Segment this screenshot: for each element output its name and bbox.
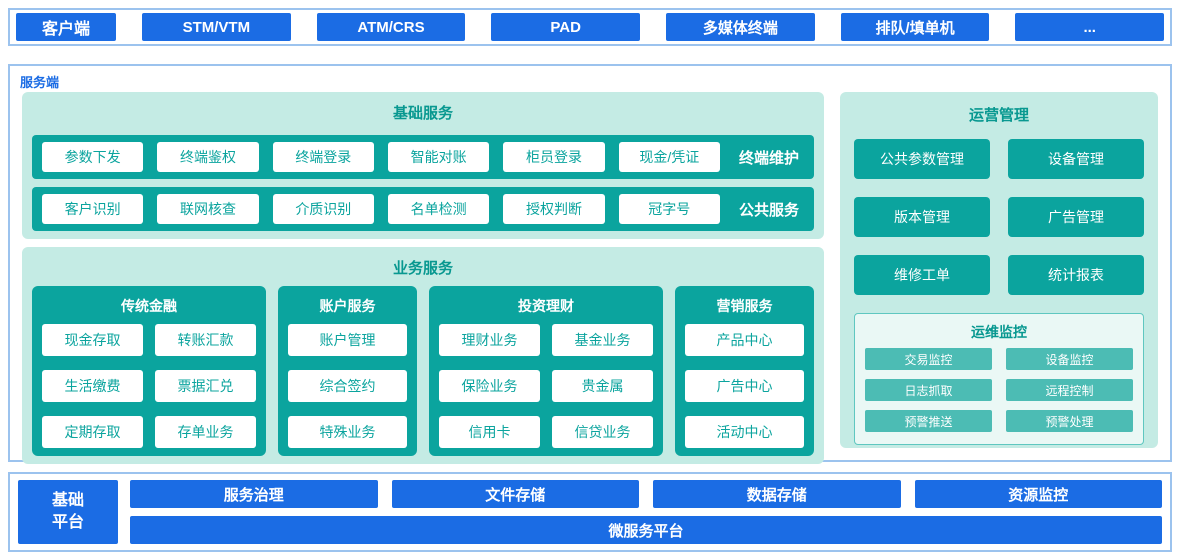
platform-section: 基础平台 服务治理 文件存储 数据存储 资源监控 微服务平台 <box>8 472 1172 552</box>
basic-services-panel: 基础服务 参数下发 终端鉴权 终端登录 智能对账 柜员登录 现金/凭证 终端维护… <box>22 92 824 239</box>
monitoring-block: 设备监控 <box>1006 348 1133 370</box>
server-section: 服务端 基础服务 参数下发 终端鉴权 终端登录 智能对账 柜员登录 现金/凭证 … <box>8 64 1172 464</box>
terminal-block-more: ... <box>1015 13 1165 41</box>
business-group-title: 传统金融 <box>121 298 178 314</box>
basic-services-title: 基础服务 <box>392 105 453 122</box>
business-service-block: 信用卡 <box>439 416 541 448</box>
business-service-block: 生活缴费 <box>42 370 144 402</box>
business-group-marketing: 营销服务 产品中心 广告中心 活动中心 <box>675 286 814 456</box>
platform-block-resource-monitoring: 资源监控 <box>914 480 1162 508</box>
platform-block-service-governance: 服务治理 <box>130 480 378 508</box>
terminal-maintenance-row: 参数下发 终端鉴权 终端登录 智能对账 柜员登录 现金/凭证 终端维护 <box>32 135 814 179</box>
basic-service-block: 智能对账 <box>387 142 490 172</box>
basic-service-block: 冠字号 <box>618 194 720 224</box>
platform-bottom-row: 微服务平台 <box>130 516 1162 544</box>
business-service-block: 产品中心 <box>685 324 804 356</box>
monitoring-block: 预警处理 <box>1006 410 1133 432</box>
server-content: 基础服务 参数下发 终端鉴权 终端登录 智能对账 柜员登录 现金/凭证 终端维护… <box>22 92 1158 464</box>
basic-service-block: 介质识别 <box>272 194 374 224</box>
client-section-label: 客户端 <box>16 13 116 41</box>
business-service-block: 贵金属 <box>552 370 654 402</box>
terminal-block-atm-crs: ATM/CRS <box>316 13 466 41</box>
monitoring-panel: 运维监控 交易监控 设备监控 日志抓取 远程控制 预警推送 预警处理 <box>854 313 1144 445</box>
platform-section-label: 基础平台 <box>18 480 118 544</box>
business-group-investment: 投资理财 理财业务 基金业务 保险业务 贵金属 信用卡 信贷业务 <box>429 286 664 456</box>
business-group-account-services: 账户服务 账户管理 综合签约 特殊业务 <box>278 286 417 456</box>
operations-block: 版本管理 <box>854 197 990 237</box>
operations-grid: 公共参数管理 设备管理 版本管理 广告管理 维修工单 统计报表 <box>854 139 1144 295</box>
operations-panel: 运营管理 公共参数管理 设备管理 版本管理 广告管理 维修工单 统计报表 运维监… <box>840 92 1158 448</box>
server-section-label: 服务端 <box>20 75 60 90</box>
business-group-grid: 理财业务 基金业务 保险业务 贵金属 信用卡 信贷业务 <box>439 324 654 448</box>
platform-row: 服务治理 文件存储 数据存储 资源监控 <box>130 480 1162 508</box>
basic-service-block: 参数下发 <box>42 142 144 172</box>
monitoring-block: 远程控制 <box>1006 379 1133 401</box>
business-group-grid: 账户管理 综合签约 特殊业务 <box>288 324 407 448</box>
basic-service-block: 客户识别 <box>42 194 144 224</box>
operations-block: 公共参数管理 <box>854 139 990 179</box>
business-service-block: 活动中心 <box>685 416 804 448</box>
operations-block: 统计报表 <box>1008 255 1144 295</box>
business-service-block: 账户管理 <box>288 324 407 356</box>
business-service-block: 广告中心 <box>685 370 804 402</box>
basic-service-block: 授权判断 <box>503 194 605 224</box>
client-section: 客户端 STM/VTM ATM/CRS PAD 多媒体终端 排队/填单机 ... <box>8 8 1172 46</box>
platform-section-label-text: 基础平台 <box>51 492 84 531</box>
monitoring-block: 预警推送 <box>865 410 992 432</box>
business-group-grid: 现金存取 转账汇款 生活缴费 票据汇兑 定期存取 存单业务 <box>42 324 257 448</box>
business-group-title: 投资理财 <box>518 298 575 314</box>
business-service-block: 现金存取 <box>42 324 144 356</box>
basic-service-block: 现金/凭证 <box>618 142 720 172</box>
basic-service-block: 柜员登录 <box>503 142 605 172</box>
basic-service-block: 名单检测 <box>387 194 490 224</box>
terminal-block-stm-vtm: STM/VTM <box>142 13 291 41</box>
terminal-maintenance-label: 终端维护 <box>738 149 799 167</box>
server-left-column: 基础服务 参数下发 终端鉴权 终端登录 智能对账 柜员登录 现金/凭证 终端维护… <box>22 92 824 464</box>
business-service-block: 理财业务 <box>439 324 541 356</box>
terminal-block-pad: PAD <box>491 13 641 41</box>
terminal-block-queue: 排队/填单机 <box>840 13 990 41</box>
business-service-block: 特殊业务 <box>288 416 407 448</box>
public-services-label: 公共服务 <box>738 201 799 219</box>
platform-block-data-storage: 数据存储 <box>653 480 901 508</box>
platform-content: 服务治理 文件存储 数据存储 资源监控 微服务平台 <box>130 480 1162 544</box>
monitoring-grid: 交易监控 设备监控 日志抓取 远程控制 预警推送 预警处理 <box>865 348 1133 432</box>
business-columns: 传统金融 现金存取 转账汇款 生活缴费 票据汇兑 定期存取 存单业务 账户服务 <box>32 286 814 456</box>
business-service-block: 保险业务 <box>439 370 541 402</box>
basic-service-block: 终端登录 <box>272 142 374 172</box>
business-service-block: 综合签约 <box>288 370 407 402</box>
business-service-block: 票据汇兑 <box>155 370 257 402</box>
platform-block-file-storage: 文件存储 <box>391 480 639 508</box>
terminal-block-multimedia: 多媒体终端 <box>666 13 815 41</box>
business-services-panel: 业务服务 传统金融 现金存取 转账汇款 生活缴费 票据汇兑 定期存取 存单业务 <box>22 247 824 464</box>
basic-service-block: 联网核查 <box>157 194 259 224</box>
monitoring-block: 日志抓取 <box>865 379 992 401</box>
business-group-grid: 产品中心 广告中心 活动中心 <box>685 324 804 448</box>
monitoring-block: 交易监控 <box>865 348 992 370</box>
business-services-title: 业务服务 <box>392 260 453 277</box>
business-group-traditional-finance: 传统金融 现金存取 转账汇款 生活缴费 票据汇兑 定期存取 存单业务 <box>32 286 267 456</box>
monitoring-title: 运维监控 <box>971 324 1027 340</box>
operations-block: 广告管理 <box>1008 197 1144 237</box>
business-group-title: 账户服务 <box>319 298 376 314</box>
business-service-block: 定期存取 <box>42 416 144 448</box>
operations-block: 维修工单 <box>854 255 990 295</box>
platform-block-microservice-platform: 微服务平台 <box>130 516 1162 544</box>
business-service-block: 基金业务 <box>552 324 654 356</box>
business-group-title: 营销服务 <box>716 298 773 314</box>
business-service-block: 信贷业务 <box>552 416 654 448</box>
business-service-block: 存单业务 <box>155 416 257 448</box>
business-service-block: 转账汇款 <box>155 324 257 356</box>
basic-service-block: 终端鉴权 <box>157 142 259 172</box>
operations-title: 运营管理 <box>968 107 1029 124</box>
public-services-row: 客户识别 联网核查 介质识别 名单检测 授权判断 冠字号 公共服务 <box>32 187 814 231</box>
operations-block: 设备管理 <box>1008 139 1144 179</box>
